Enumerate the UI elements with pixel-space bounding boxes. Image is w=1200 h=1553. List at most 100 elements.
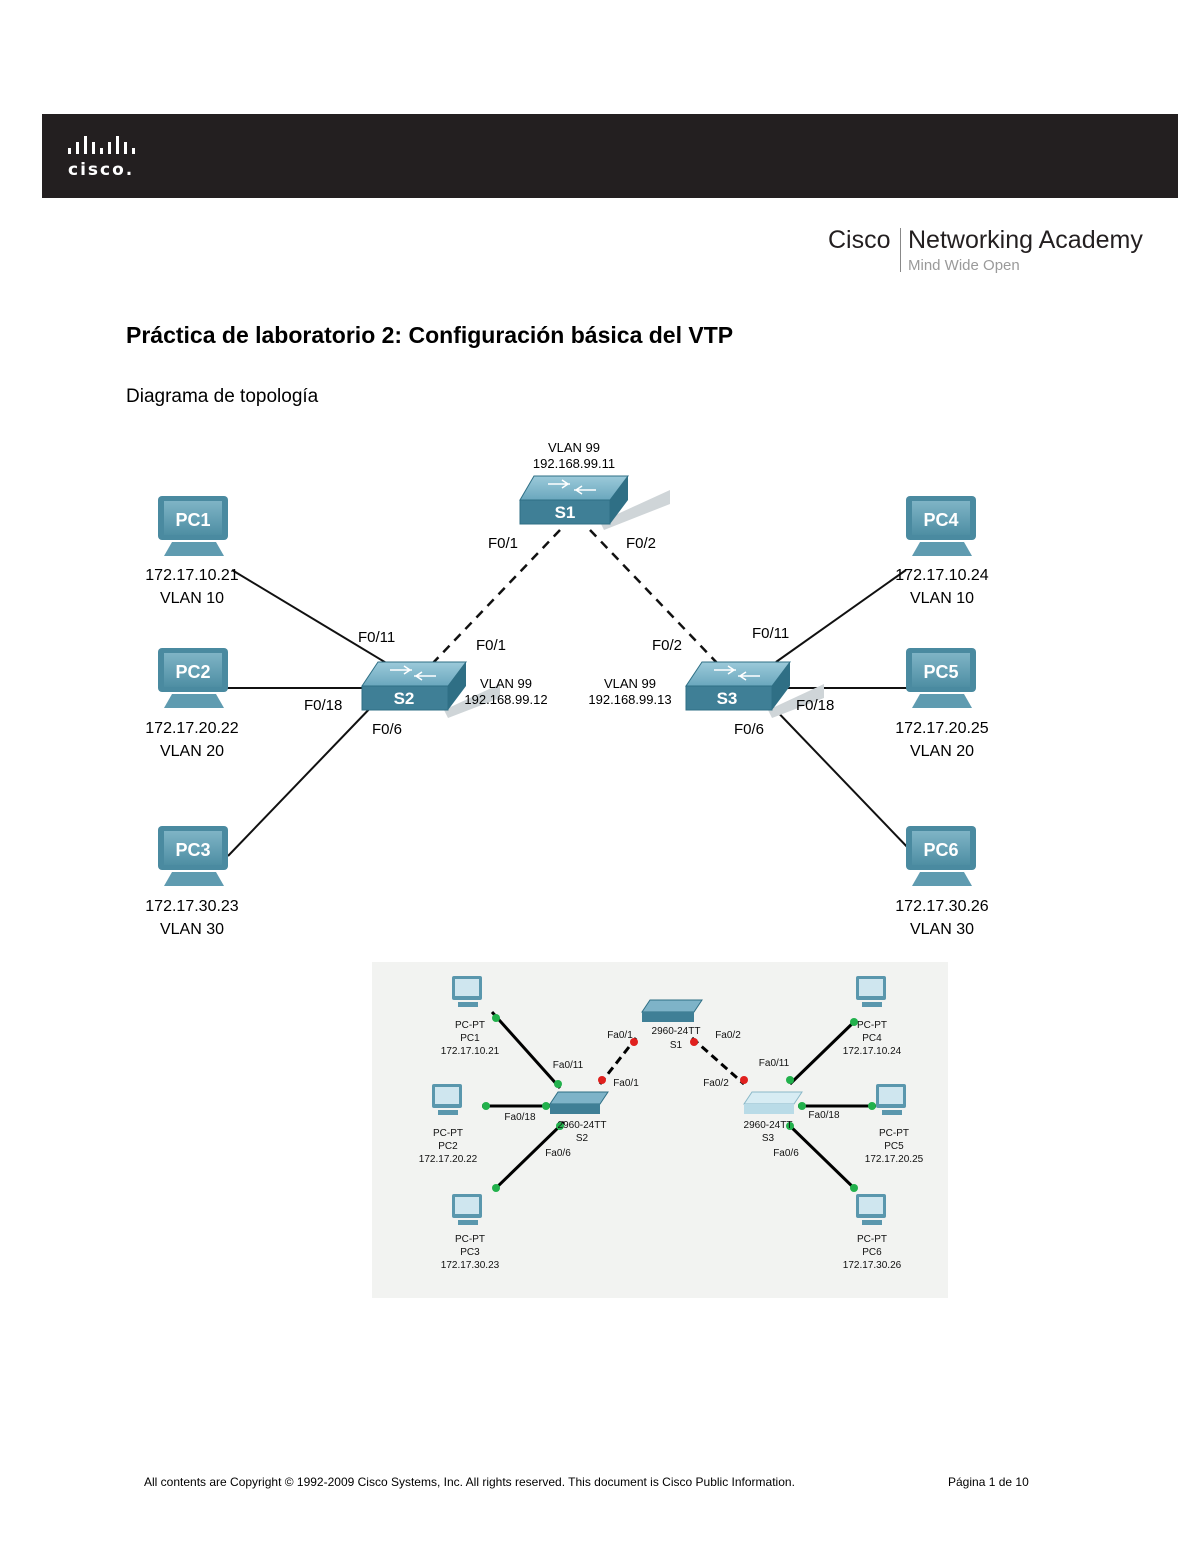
pc-base bbox=[164, 542, 224, 556]
link-s3-pc4 bbox=[775, 569, 907, 663]
pc-base bbox=[862, 1002, 882, 1007]
sim-switch-model: 2960-24TT bbox=[744, 1120, 793, 1131]
footer-copyright: All contents are Copyright © 1992-2009 C… bbox=[144, 1475, 795, 1489]
sim-labels: PC-PT PC1 172.17.10.21 PC-PT PC2 172.17.… bbox=[419, 1020, 924, 1271]
sim-pc-name: PC3 bbox=[460, 1247, 480, 1258]
sim-pc-name: PC6 bbox=[862, 1247, 882, 1258]
pc2-vlan: VLAN 20 bbox=[160, 743, 224, 760]
s3-ip: 192.168.99.13 bbox=[588, 692, 671, 707]
pc6-ip: 172.17.30.26 bbox=[895, 898, 989, 915]
link-down-light bbox=[630, 1038, 638, 1046]
pc5-ip: 172.17.20.25 bbox=[895, 720, 989, 737]
link-up-light bbox=[868, 1102, 876, 1110]
port-label: F0/1 bbox=[476, 637, 506, 654]
switch-front bbox=[744, 1104, 794, 1114]
sim-port-label: Fa0/11 bbox=[759, 1058, 790, 1069]
section-title: Diagrama de topología bbox=[126, 386, 319, 407]
sim-device-type: PC-PT bbox=[433, 1128, 463, 1139]
port-labels: F0/1 F0/2 F0/1 F0/2 F0/11 F0/18 F0/6 F0/… bbox=[304, 535, 834, 738]
topology-diagram: S1 VLAN 99 192.168.99.11 S2 VLAN 99 192.… bbox=[145, 440, 989, 938]
port-label: F0/11 bbox=[752, 625, 789, 642]
pc4-ip: 172.17.10.24 bbox=[895, 567, 989, 584]
arrows-icon bbox=[714, 665, 760, 681]
switch-label: S3 bbox=[717, 689, 738, 708]
sim-switch-name: S2 bbox=[576, 1133, 589, 1144]
s2-vlan: VLAN 99 bbox=[480, 676, 532, 691]
link-s3-pc6 bbox=[767, 701, 913, 853]
s1-vlan: VLAN 99 bbox=[548, 440, 600, 455]
sim-switch-s3 bbox=[743, 1091, 803, 1114]
pc-base bbox=[912, 542, 972, 556]
pc-pc6: PC6 bbox=[906, 826, 976, 886]
switch-front bbox=[519, 499, 611, 525]
pc3-vlan: VLAN 30 bbox=[160, 921, 224, 938]
pc-label: PC5 bbox=[923, 662, 958, 682]
pc4-vlan: VLAN 10 bbox=[910, 590, 974, 607]
sim-switch-model: 2960-24TT bbox=[652, 1026, 701, 1037]
sim-link bbox=[598, 1037, 638, 1085]
link-down-light bbox=[740, 1076, 748, 1084]
switch-s3: S3 bbox=[685, 661, 824, 718]
packet-tracer-screenshot: PC-PT PC1 172.17.10.21 PC-PT PC2 172.17.… bbox=[372, 962, 948, 1298]
switch-label: S2 bbox=[394, 689, 415, 708]
pc-pc2: PC2 bbox=[158, 648, 228, 708]
link-up-light bbox=[492, 1014, 500, 1022]
sim-pc-ip: 172.17.30.26 bbox=[843, 1260, 902, 1271]
link-up-light bbox=[850, 1018, 858, 1026]
sim-pc-ip: 172.17.10.24 bbox=[843, 1046, 902, 1057]
sim-switch-name: S3 bbox=[762, 1133, 775, 1144]
sim-device-type: PC-PT bbox=[879, 1128, 909, 1139]
pc-base bbox=[458, 1002, 478, 1007]
sim-port-label: Fa0/11 bbox=[553, 1060, 584, 1071]
sim-pc-name: PC1 bbox=[460, 1033, 480, 1044]
pc-base bbox=[912, 872, 972, 886]
sim-topology: PC-PT PC1 172.17.10.21 PC-PT PC2 172.17.… bbox=[419, 976, 924, 1271]
screen bbox=[435, 1087, 459, 1104]
pc-label: PC6 bbox=[923, 840, 958, 860]
switch-body bbox=[641, 999, 703, 1013]
sim-link bbox=[490, 1010, 562, 1090]
pc-pc5: PC5 bbox=[906, 648, 976, 708]
sim-pc-icon bbox=[856, 1194, 886, 1225]
pc-base bbox=[164, 872, 224, 886]
switch-shadow bbox=[600, 490, 670, 530]
s3-vlan: VLAN 99 bbox=[604, 676, 656, 691]
pc-pc1: PC1 bbox=[158, 496, 228, 556]
sim-port-label: Fa0/2 bbox=[715, 1030, 741, 1041]
switch-front bbox=[550, 1104, 600, 1114]
pc-pc3: PC3 bbox=[158, 826, 228, 886]
switch-shadow bbox=[444, 684, 500, 718]
link-up-light bbox=[798, 1102, 806, 1110]
link-up-light bbox=[850, 1184, 858, 1192]
pc-base bbox=[882, 1110, 902, 1115]
sim-pc-ip: 172.17.10.21 bbox=[441, 1046, 500, 1057]
screen bbox=[455, 979, 479, 996]
sim-pc-icon bbox=[452, 1194, 482, 1225]
link-up-light bbox=[556, 1122, 564, 1130]
sim-pc-icon bbox=[876, 1084, 906, 1115]
link-s2-pc1 bbox=[231, 569, 399, 671]
switch-top bbox=[361, 661, 467, 687]
pc5-vlan: VLAN 20 bbox=[910, 743, 974, 760]
brand-divider bbox=[900, 228, 901, 272]
link-up-light bbox=[492, 1184, 500, 1192]
sim-switch-model: 2960-24TT bbox=[558, 1120, 607, 1131]
brand-tagline: Mind Wide Open bbox=[908, 257, 1020, 274]
sim-switch-name: S1 bbox=[670, 1040, 683, 1051]
pc-label: PC2 bbox=[175, 662, 210, 682]
s2-ip: 192.168.99.12 bbox=[464, 692, 547, 707]
switch-front bbox=[361, 685, 449, 711]
switch-body bbox=[743, 1091, 803, 1105]
link-lights bbox=[482, 1014, 876, 1192]
arrows-icon bbox=[390, 665, 436, 681]
port-label: F0/1 bbox=[488, 535, 518, 552]
pc-pc4: PC4 bbox=[906, 496, 976, 556]
link-up-light bbox=[786, 1122, 794, 1130]
sim-pc-icon bbox=[856, 976, 886, 1007]
screen bbox=[859, 1197, 883, 1214]
sim-pc-name: PC2 bbox=[438, 1141, 458, 1152]
sim-pc-ip: 172.17.20.25 bbox=[865, 1154, 924, 1165]
sim-port-label: Fa0/1 bbox=[607, 1030, 633, 1041]
link-up-light bbox=[786, 1076, 794, 1084]
pc-base bbox=[438, 1110, 458, 1115]
